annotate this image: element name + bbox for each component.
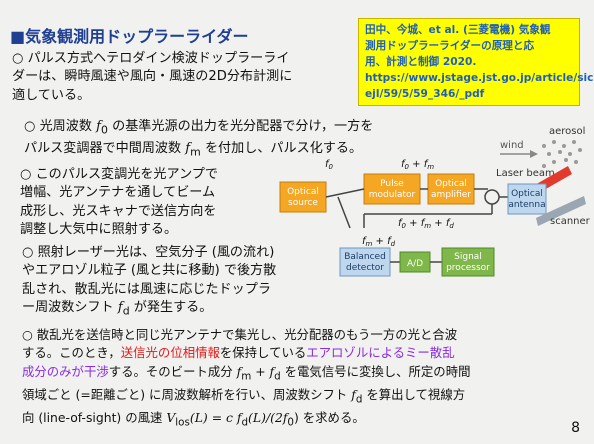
text-line: ○ 光周波数 f0 の基準光源の出力を光分配器で分け，一方を: [24, 119, 374, 137]
text-line: ○ パルス方式ヘテロダイン検波ドップラーライ: [12, 51, 290, 66]
fm-fd-label: fm + fd: [362, 236, 396, 248]
optical-source-label: source: [288, 198, 318, 208]
wind-arrowhead: [530, 150, 538, 158]
text-line: ○ 照射レーザー光は、空気分子 (風の流れ): [22, 245, 275, 260]
lidar-diagram: wind aerosol Laser beam f0 f0 + fm Optic…: [279, 126, 590, 277]
aerosol-label: aerosol: [549, 126, 585, 137]
optical-source-box: [279, 181, 327, 213]
text-line: ダーは、瞬時風速や風向・風速の2D分布計測に: [12, 69, 293, 85]
fiber-line: [325, 188, 365, 198]
optical-amplifier-label: Optical: [435, 179, 467, 189]
reference-url[interactable]: ejl/59/5/59_346/_pdf: [365, 88, 485, 100]
ad-label: A/D: [407, 259, 423, 269]
text-line: 適している。: [12, 87, 91, 103]
text-line: やエアロゾル粒子 (風と共に移動) で後方散: [22, 263, 277, 279]
balanced-detector-label: Balanced: [344, 252, 386, 262]
circulator-icon: [484, 189, 500, 205]
paragraph-1: ○ パルス方式ヘテロダイン検波ドップラーライ ダーは、瞬時風速や風向・風速の2D…: [12, 50, 292, 105]
text-line: 向 (line-of-sight) の風速 Vlos(L) = c fd(L)/…: [22, 409, 365, 429]
signal-processor-box: [441, 247, 495, 277]
scanner-icon: [536, 196, 586, 226]
scanner-label: scanner: [550, 216, 590, 227]
balanced-detector-box: [339, 247, 391, 277]
pulse-modulator-label: Pulse: [380, 179, 404, 189]
fiber-line: [337, 196, 351, 229]
text-line: ○ このパルス変調光を光アンプで: [20, 167, 218, 182]
text-line: する。このとき，送信光の位相情報を保持しているエアロゾルによるミー散乱: [22, 345, 455, 361]
signal-processor-label: processor: [446, 263, 490, 273]
reference-url[interactable]: https://www.jstage.jst.go.jp/article/sic: [365, 72, 594, 84]
text-line: パルス変調器で中間周波数 fm を付加し、パルス化する。: [24, 141, 363, 159]
page-number: 8: [571, 420, 580, 436]
balanced-detector-label: detector: [346, 263, 384, 273]
f0-fm-label: f0 + fm: [401, 159, 434, 171]
signal-processor-label: Signal: [454, 252, 482, 262]
laser-beam-label: Laser beam: [496, 168, 555, 179]
reference-line: 測用ドップラーライダーの原理と応: [365, 40, 535, 52]
aerosol-particles: [542, 140, 582, 168]
reference-line: 田中、今城、et al. (三菱電機) 気象観: [365, 24, 551, 36]
text-line: 成分のみが干渉する。そのビート成分 fm + fd を電気信号に変換し、所定の時…: [22, 363, 471, 383]
paragraph-4: ○ 照射レーザー光は、空気分子 (風の流れ) やエアロゾル粒子 (風と共に移動)…: [22, 244, 276, 321]
wind-label: wind: [500, 140, 524, 151]
reference-box: 田中、今城、et al. (三菱電機) 気象観 測用ドップラーライダーの原理と応…: [358, 18, 594, 106]
f0-label: f0: [325, 159, 334, 171]
optical-amplifier-box: [427, 173, 475, 205]
paragraph-2: ○ 光周波数 f0 の基準光源の出力を光分配器で分け，一方を パルス変調器で中間…: [24, 118, 373, 162]
f0-fm-fd-label: f0 + fm + fd: [398, 218, 454, 230]
pulse-modulator-label: modulator: [369, 190, 416, 200]
text-line: 乱され、散乱光には風速に応じたドップラ: [22, 281, 271, 297]
text-line: ○ 散乱光を送信時と同じ光アンテナで集光し、光分配器のもう一方の光と合波: [22, 327, 458, 342]
pulse-modulator-box: [363, 173, 421, 205]
optical-source-label: Optical: [287, 187, 319, 197]
reference-line: 用、計測と制御 2020.: [365, 56, 477, 68]
optical-antenna-label: Optical: [511, 189, 543, 199]
paragraph-5: ○ 散乱光を送信時と同じ光アンテナで集光し、光分配器のもう一方の光と合波 する。…: [22, 326, 470, 431]
optical-antenna-label: antenna: [508, 200, 545, 210]
optical-antenna-box: [507, 183, 547, 215]
paragraph-3: ○ このパルス変調光を光アンプで 増幅、光アンテナを通してビーム 成形し、光スキ…: [20, 166, 218, 240]
text-line: 増幅、光アンテナを通してビーム: [20, 185, 216, 201]
text-line: 領域ごと (=距離ごと) に周波数解析を行い、周波数シフト fd を算出して視線…: [22, 386, 466, 406]
text-line: 成形し、光スキャナで送信方向を: [20, 203, 217, 219]
page-title: ■気象観測用ドップラーライダー: [10, 27, 249, 46]
text-line: 調整し大気中に照射する。: [20, 222, 178, 238]
optical-amplifier-label: amplifier: [431, 190, 471, 200]
text-line: ー周波数シフト fd が発生する。: [22, 300, 213, 318]
